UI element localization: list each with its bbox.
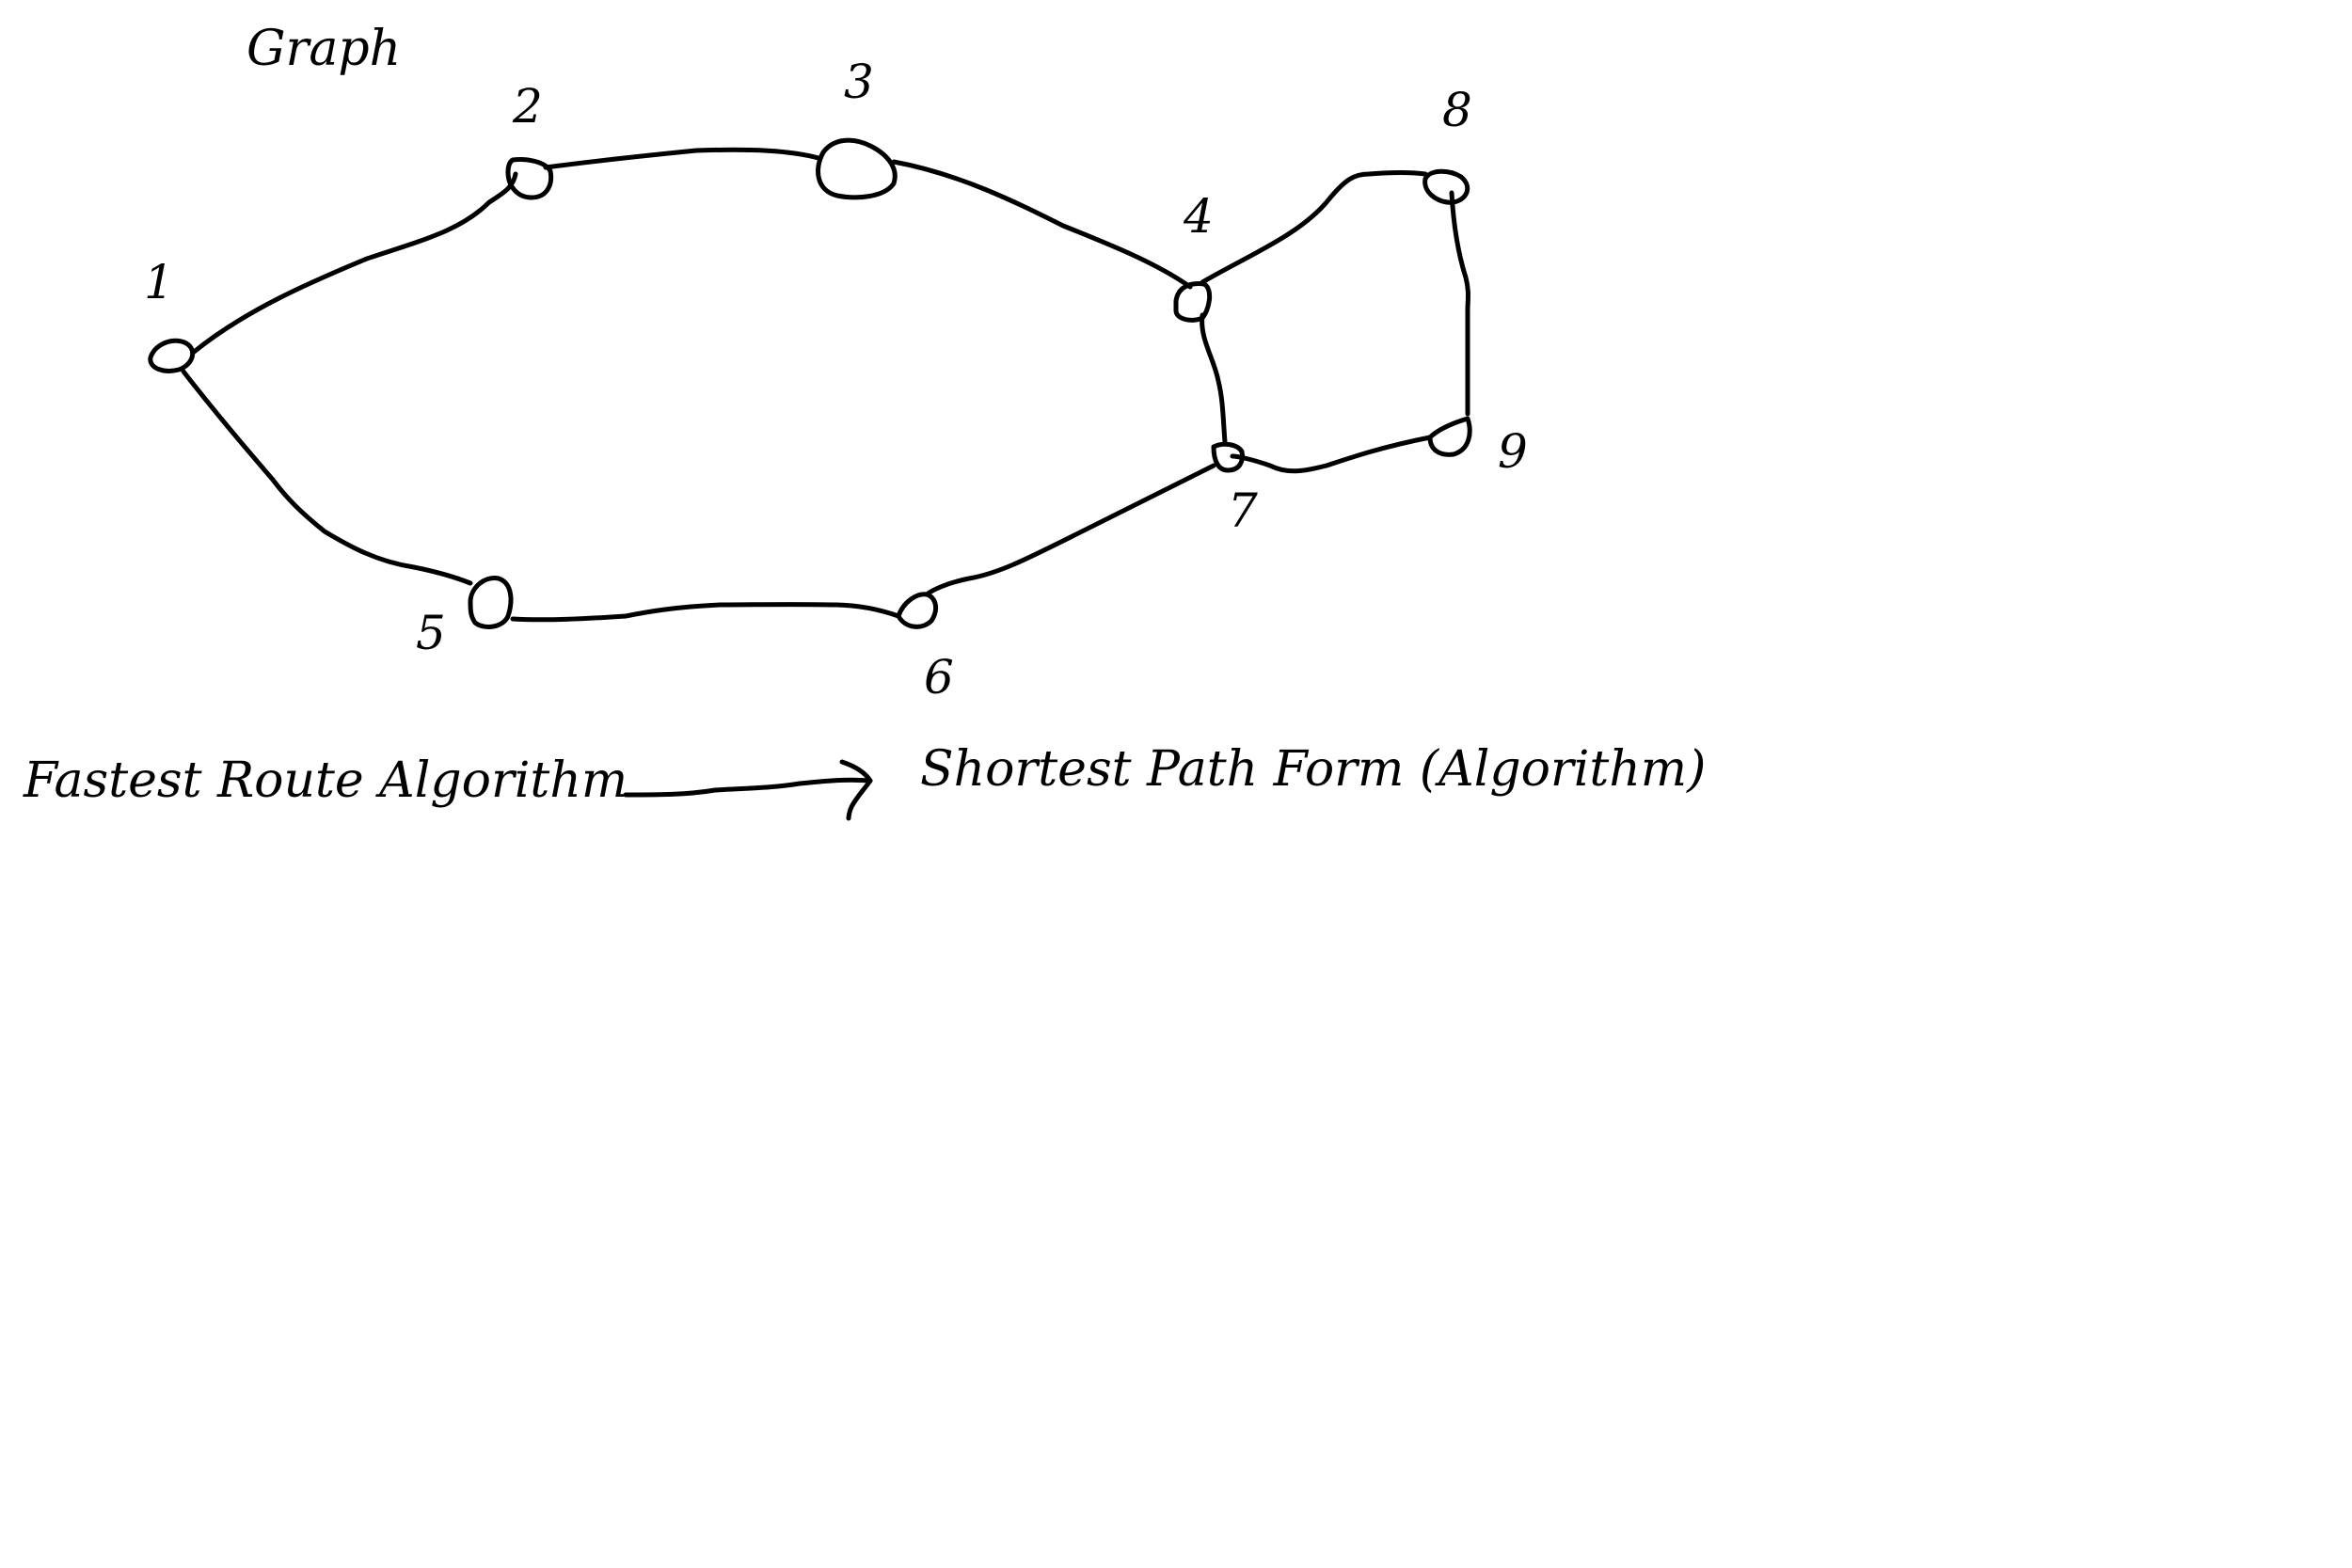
flow-arrow-shaft [623,777,873,798]
node-label-5: 5 [416,606,446,660]
node-label-8: 8 [1442,83,1472,137]
diagram-title: Graph [246,21,402,77]
node-3 [816,137,898,200]
edge-7-6 [924,463,1216,597]
node-7 [1211,441,1245,473]
edge-5-1 [181,369,473,586]
node-label-4: 4 [1184,189,1214,244]
node-6 [896,592,939,629]
edge-2-3 [543,147,821,170]
node-4 [1173,281,1213,323]
edge-6-5 [510,602,901,623]
node-8 [1422,168,1470,205]
edge-9-7 [1230,435,1433,474]
edge-3-4 [891,159,1193,290]
fastest-route-label: Fastest Route Algorithm [24,752,628,809]
edge-4-8 [1200,170,1428,285]
node-1 [148,338,196,373]
node-2 [505,157,554,200]
node-label-1: 1 [144,255,174,309]
node-label-6: 6 [924,650,954,705]
node-9 [1427,416,1472,457]
node-label-7: 7 [1228,483,1258,538]
node-5 [468,576,514,629]
shortest-path-label: Shortest Path Form (Algorithm) [920,741,1707,798]
edge-1-2 [190,171,518,356]
node-label-9: 9 [1498,424,1528,479]
flow-arrow-head [839,759,873,821]
node-label-3: 3 [844,55,874,109]
node-label-2: 2 [513,79,543,134]
edge-8-9 [1449,190,1470,417]
edge-4-7 [1200,312,1228,445]
